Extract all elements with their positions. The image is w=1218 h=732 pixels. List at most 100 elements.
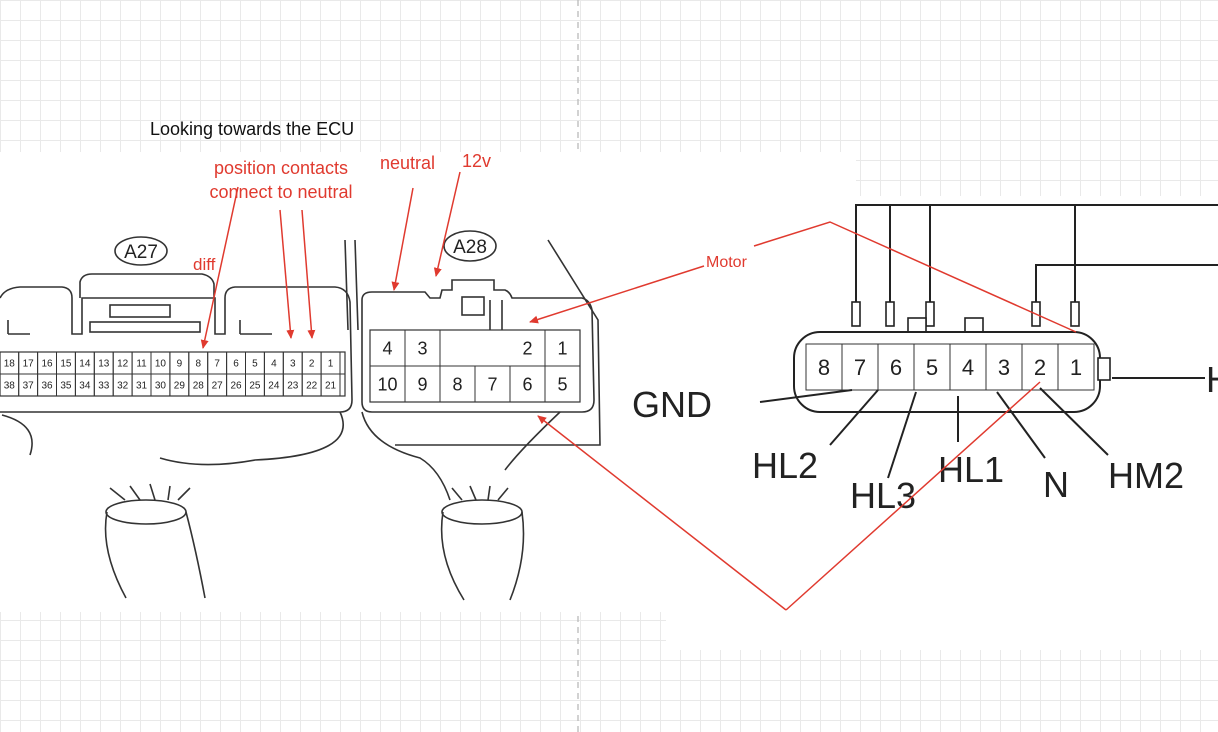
a28-bottom-row: 10 9 8 7 6 5 [369,365,581,403]
label-gnd: GND [632,384,712,425]
a28-bottom-pin-6: 6 [522,374,532,394]
a27-bottom-pin-34: 34 [79,381,91,392]
connector-a27 [0,273,353,599]
motor-link-bottom-a [537,415,787,611]
a27-top-pin-2: 2 [309,359,315,370]
a28-top-pin-2: 2 [522,338,532,358]
a27-bottom-pin-24: 24 [268,381,280,392]
a27-label: A27 [124,242,158,263]
a27-bottom-pin-30: 30 [155,381,167,392]
connector-a28 [344,239,601,601]
a27-bottom-pin-37: 37 [23,381,35,392]
a27-bottom-pin-35: 35 [60,381,72,392]
a27-bottom-cell [320,373,341,397]
annotation-diff: diff [193,255,216,274]
a27-bottom-pin-29: 29 [174,381,186,392]
actuator-pin-2: 2 [1034,355,1046,380]
connector-a28-pin-grid: 4 3 2 1 10 9 8 7 6 5 [369,329,581,403]
arrow-position-1 [279,209,295,339]
a27-bottom-pin-33: 33 [98,381,110,392]
actuator-pin-5: 5 [926,355,938,380]
a27-top-pin-15: 15 [60,359,72,370]
actuator-labels: GND HL2 HL3 HL1 N HM2 H [632,359,1218,516]
a27-top-pin-6: 6 [233,359,239,370]
arrow-position-2 [301,209,316,339]
a27-top-pin-7: 7 [214,359,220,370]
annotation-position-line1: position contacts [214,158,348,178]
a28-bottom-pin-5: 5 [557,374,567,394]
a28-top-row: 4 3 2 1 [382,330,568,366]
actuator-cell [1057,343,1095,391]
a27-bottom-pin-22: 22 [306,381,318,392]
a28-top-pin-4: 4 [382,338,392,358]
a27-top-pin-12: 12 [117,359,129,370]
a27-top-pin-4: 4 [271,359,277,370]
a28-top-pin-3: 3 [417,338,427,358]
a27-bottom-pin-23: 23 [287,381,299,392]
a27-top-pin-17: 17 [23,359,35,370]
caption: Looking towards the ECU [150,119,354,139]
a27-top-pin-5: 5 [252,359,258,370]
annotation-labels: position contacts connect to neutral neu… [193,151,748,274]
arrow-12v [433,171,461,277]
a28-bottom-pin-9: 9 [417,374,427,394]
annotation-arrows [200,171,1077,611]
label-hl3: HL3 [850,475,916,516]
a27-bottom-row: 38 37 36 35 34 33 32 31 30 29 28 27 26 25 24 23 22 21 [0,373,341,397]
a27-top-pin-16: 16 [41,359,53,370]
motor-link-top [753,221,1077,333]
actuator-wires [855,204,1218,379]
label-h: H [1206,359,1218,400]
actuator-leaders [759,387,1109,479]
arrow-neutral [391,187,414,291]
a27-bottom-pin-38: 38 [4,381,16,392]
annotation-position-line2: connect to neutral [209,182,352,202]
a28-bottom-pin-7: 7 [487,374,497,394]
a28-bottom-pin-10: 10 [377,374,397,394]
a27-top-pin-8: 8 [195,359,201,370]
a27-top-pin-9: 9 [177,359,183,370]
arrow-motor [529,265,705,324]
a27-top-pin-13: 13 [98,359,110,370]
motor-link-bottom-b [785,381,1041,611]
actuator-pin-tabs [851,301,1080,333]
a27-top-pin-14: 14 [79,359,91,370]
arrow-diff [200,186,239,349]
a27-bottom-pin-25: 25 [249,381,261,392]
actuator-pin-1: 1 [1070,355,1082,380]
a27-top-pin-11: 11 [136,359,147,370]
label-n: N [1043,464,1069,505]
connector-a27-label: A27 [114,236,168,266]
label-hl2: HL2 [752,445,818,486]
a27-top-pin-10: 10 [155,359,167,370]
a27-bottom-pin-21: 21 [325,381,337,392]
a28-bottom-pin-8: 8 [452,374,462,394]
label-hl1: HL1 [938,449,1004,490]
connector-a28-label: A28 [443,230,497,262]
a27-bottom-pin-26: 26 [230,381,242,392]
a27-top-pin-18: 18 [4,359,16,370]
a27-bottom-pin-36: 36 [41,381,53,392]
a27-top-pin-1: 1 [328,359,334,370]
actuator-pin-6: 6 [890,355,902,380]
actuator-pin-7: 7 [854,355,866,380]
actuator-pin-3: 3 [998,355,1010,380]
actuator-pin-4: 4 [962,355,974,380]
a27-top-pin-3: 3 [290,359,296,370]
label-hm2: HM2 [1108,455,1184,496]
annotation-12v: 12v [462,151,491,171]
a28-label: A28 [453,237,487,258]
annotation-motor: Motor [706,254,748,271]
a27-bottom-pin-27: 27 [212,381,224,392]
a28-top-pin-1: 1 [557,338,567,358]
a27-bottom-pin-31: 31 [136,381,148,392]
a27-bottom-pin-32: 32 [117,381,129,392]
annotation-neutral: neutral [380,153,435,173]
a27-bottom-pin-28: 28 [193,381,205,392]
a28-bottom-cell [544,365,581,403]
actuator-pin-8: 8 [818,355,830,380]
